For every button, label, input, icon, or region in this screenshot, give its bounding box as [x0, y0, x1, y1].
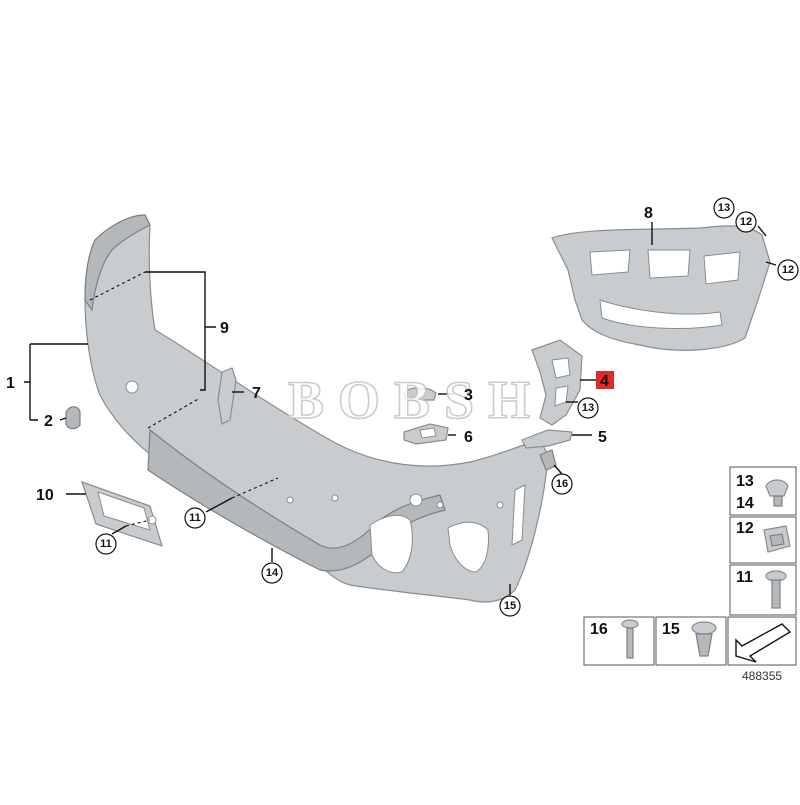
- legend-15: 15: [662, 621, 680, 638]
- clip-nut-icon: [765, 479, 789, 507]
- callout-13-bracket: 13: [582, 402, 594, 414]
- callout-11-plate: 11: [100, 538, 112, 550]
- legend-box-16: [583, 616, 655, 666]
- callout-12-carrier-top: 12: [740, 216, 752, 228]
- legend-13: 13: [736, 473, 754, 490]
- callout-6: 6: [464, 429, 473, 446]
- callout-4: 4: [600, 373, 609, 390]
- license-plate-holder-part-10: [81, 481, 163, 547]
- fastener-legend: 13 14 12 11 16 15: [583, 466, 797, 683]
- washer-cap-part-3: [403, 387, 437, 401]
- callout-13-carrier: 13: [718, 202, 730, 214]
- callout-12-carrier-side: 12: [782, 264, 794, 276]
- circled-callouts: 11 11 14 15 16 13 13 12 12: [95, 197, 799, 617]
- callout-10: 10: [36, 487, 54, 504]
- callout-1: 1: [6, 375, 15, 392]
- legend-14: 14: [736, 495, 754, 512]
- bolt-icon: [621, 619, 639, 659]
- tow-hook-cover: [65, 406, 81, 430]
- callout-2: 2: [44, 413, 53, 430]
- callout-15: 15: [504, 600, 516, 612]
- legend-16: 16: [590, 621, 608, 638]
- watermark-text: BOBSH: [288, 370, 544, 430]
- bracket-part-7: [217, 367, 237, 425]
- bracket-part-5: [521, 429, 573, 449]
- callout-7: 7: [252, 385, 261, 402]
- arrow-icon: [735, 623, 792, 663]
- leader-lines: [24, 222, 777, 595]
- legend-box-15: [655, 616, 727, 666]
- expansion-rivet-icon: [691, 621, 717, 657]
- callout-3: 3: [464, 387, 473, 404]
- callout-labels: 1 2 9 7 3 6 5 8 10 4: [6, 205, 653, 504]
- legend-12: 12: [736, 520, 754, 537]
- callout-16: 16: [556, 478, 568, 490]
- bumper-cover: [84, 214, 549, 603]
- legend-11: 11: [736, 569, 753, 586]
- reference-number: 488355: [742, 669, 782, 683]
- callout-9: 9: [220, 320, 229, 337]
- callout-11-bumper: 11: [189, 512, 201, 524]
- bumper-carrier-part-8: [551, 225, 771, 351]
- screw-icon: [765, 570, 787, 609]
- bracket-part-4: [531, 339, 583, 426]
- callout-4-highlight: [596, 371, 614, 389]
- spring-nut-icon: [763, 525, 791, 553]
- callout-5: 5: [598, 429, 607, 446]
- callout-8: 8: [644, 205, 653, 222]
- callout-14: 14: [266, 567, 279, 579]
